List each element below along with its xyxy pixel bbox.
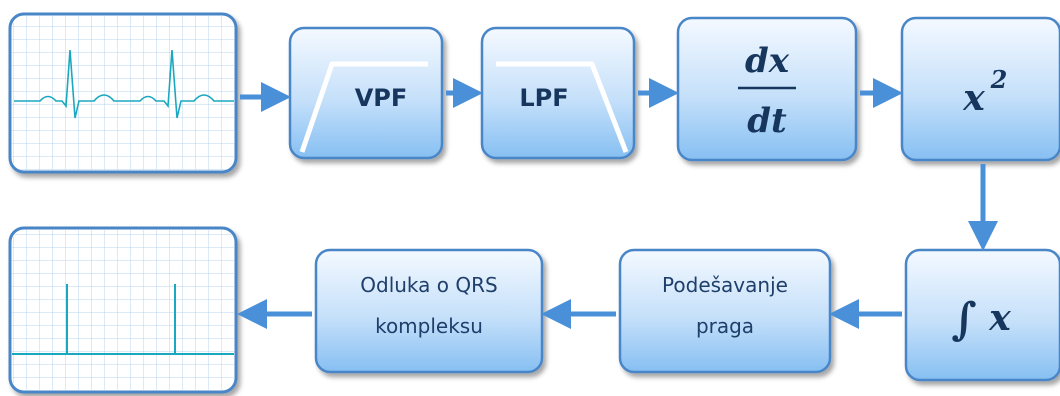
qrs-decision-block: Odluka o QRS kompleksu (314, 248, 544, 374)
square-exponent: 2 (990, 65, 1008, 94)
decision-line-2: kompleksu (375, 314, 483, 338)
highpass-response-icon (299, 61, 428, 153)
vpf-label: VPF (355, 84, 408, 112)
lowpass-filter-block: LPF (480, 26, 636, 160)
threshold-block: Podešavanje praga (618, 248, 832, 374)
threshold-line-1: Podešavanje (662, 273, 788, 297)
squaring-block: x 2 (900, 16, 1060, 162)
highpass-filter-block: VPF (288, 26, 444, 160)
threshold-line-2: praga (696, 314, 754, 338)
derivative-block: dx dt (676, 16, 858, 162)
integral-symbol: ∫ (951, 294, 976, 345)
decision-line-1: Odluka o QRS (360, 273, 497, 297)
lpf-label: LPF (519, 84, 568, 112)
square-base: x (962, 77, 985, 119)
derivative-numerator: dx (745, 41, 790, 81)
derivative-denominator: dt (747, 101, 787, 141)
integration-block: ∫ x (904, 248, 1060, 382)
integral-variable: x (988, 297, 1011, 339)
ecg-signal-trace (14, 49, 234, 119)
qrs-output-display (8, 226, 238, 394)
ecg-input-display (8, 12, 238, 174)
lowpass-response-icon (496, 61, 629, 153)
flow-arrows (237, 78, 998, 329)
